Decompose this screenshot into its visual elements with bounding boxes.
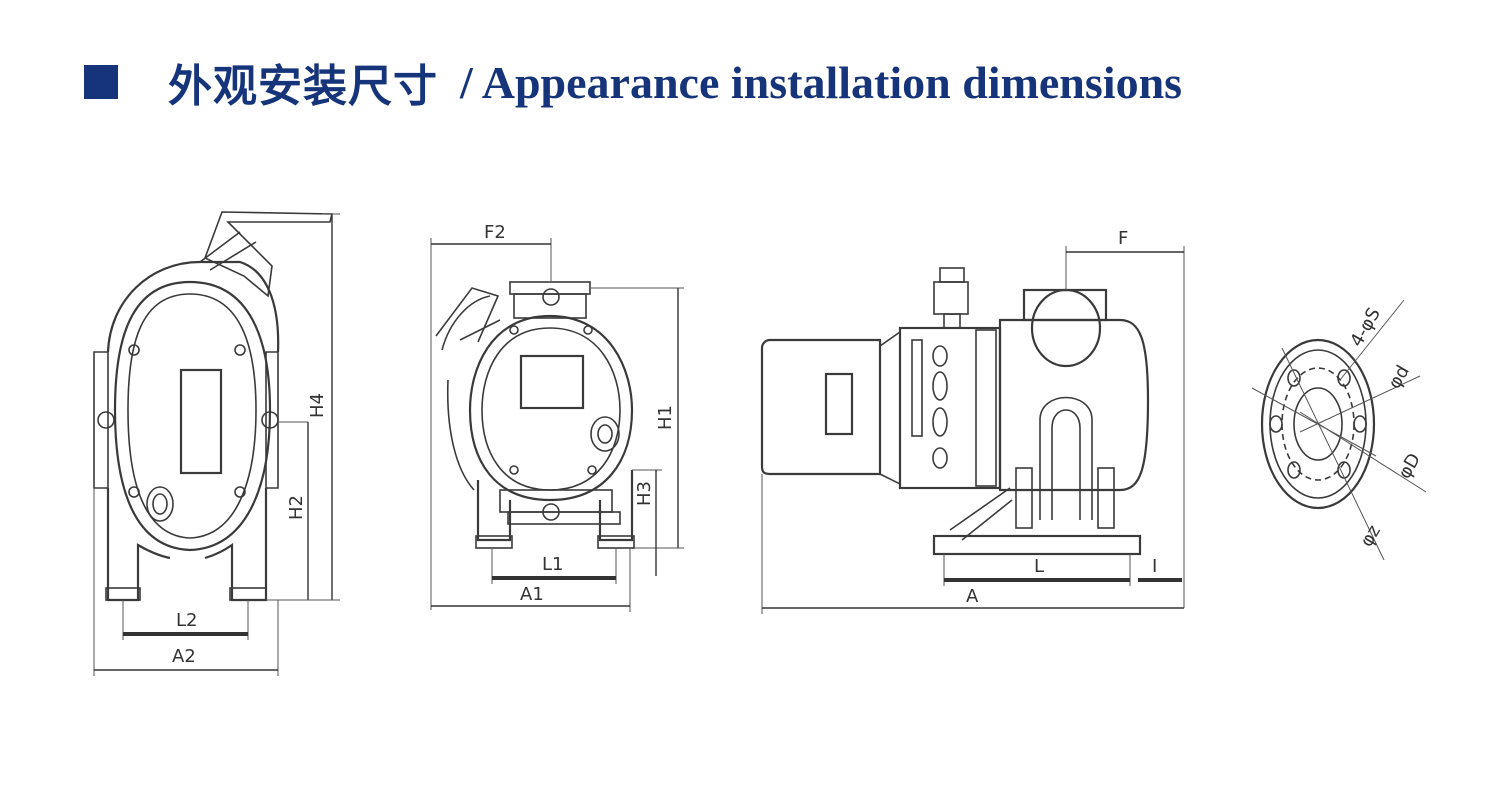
- flange-view-drawing: 4-φS φd φD φz: [1251, 299, 1427, 561]
- f2-label: F2: [484, 222, 506, 243]
- phi-d-label: φd: [1384, 362, 1414, 393]
- a2-label: A2: [172, 646, 196, 667]
- a1-label: A1: [520, 584, 544, 605]
- side-view-drawing: F2 H1 H3 L1 A1: [430, 222, 684, 612]
- l1-label: L1: [542, 554, 563, 575]
- h1-label: H1: [655, 405, 676, 430]
- front-view-drawing: H4 H2 L2 A2: [93, 211, 340, 676]
- title-chinese: 外观安装尺寸: [168, 61, 438, 112]
- l2-label: L2: [176, 610, 197, 631]
- h3-label: H3: [634, 481, 655, 506]
- phi-z-label: φz: [1356, 522, 1385, 551]
- page-header: 外观安装尺寸 / Appearance installation dimensi…: [84, 42, 1182, 122]
- h2-label: H2: [286, 495, 307, 520]
- l-label: L: [1034, 556, 1044, 577]
- h4-label: H4: [307, 393, 328, 418]
- four-phi-s-label: 4-φS: [1346, 304, 1385, 350]
- title-english: / Appearance installation dimensions: [460, 56, 1183, 108]
- a-label: A: [966, 586, 979, 607]
- f-label: F: [1118, 228, 1128, 249]
- title-square-icon: [84, 65, 118, 99]
- phi-big-d-label: φD: [1394, 450, 1425, 483]
- elevation-view-drawing: F L I A: [760, 228, 1185, 614]
- i-label: I: [1152, 556, 1157, 577]
